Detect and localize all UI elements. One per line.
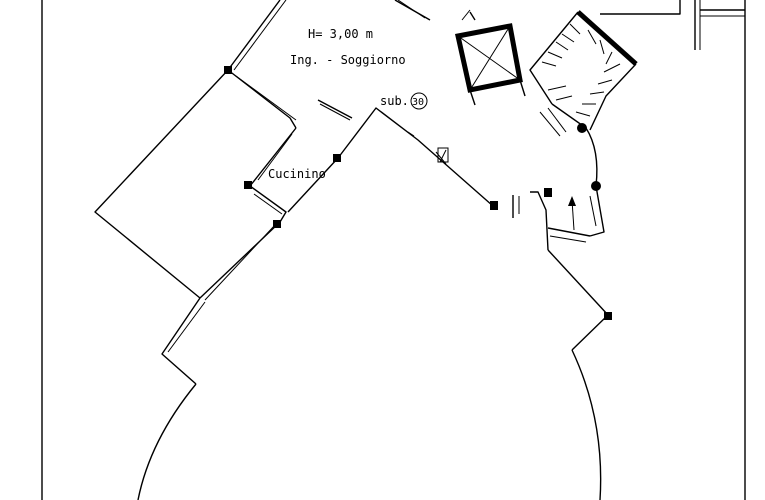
- arrow-icon: [568, 196, 576, 206]
- living-room-walls: [227, 0, 476, 121]
- page-frame: [41, 0, 746, 500]
- sub-prefix-label: sub.: [380, 94, 409, 108]
- staircase: [529, 10, 638, 243]
- height-label: H= 3,00 m: [308, 27, 373, 41]
- pillar-icon: [224, 66, 612, 320]
- room-label: Ing. - Soggiorno: [290, 53, 406, 67]
- main-area-walls: [137, 107, 609, 500]
- elevator-shaft: [455, 9, 526, 106]
- top-right-external-walls: [600, 0, 745, 50]
- sub-marker: [410, 92, 428, 110]
- kitchen-walls: [94, 69, 339, 301]
- sub-number-label: 30: [412, 97, 424, 108]
- kitchen-label: Cucinino: [268, 167, 326, 181]
